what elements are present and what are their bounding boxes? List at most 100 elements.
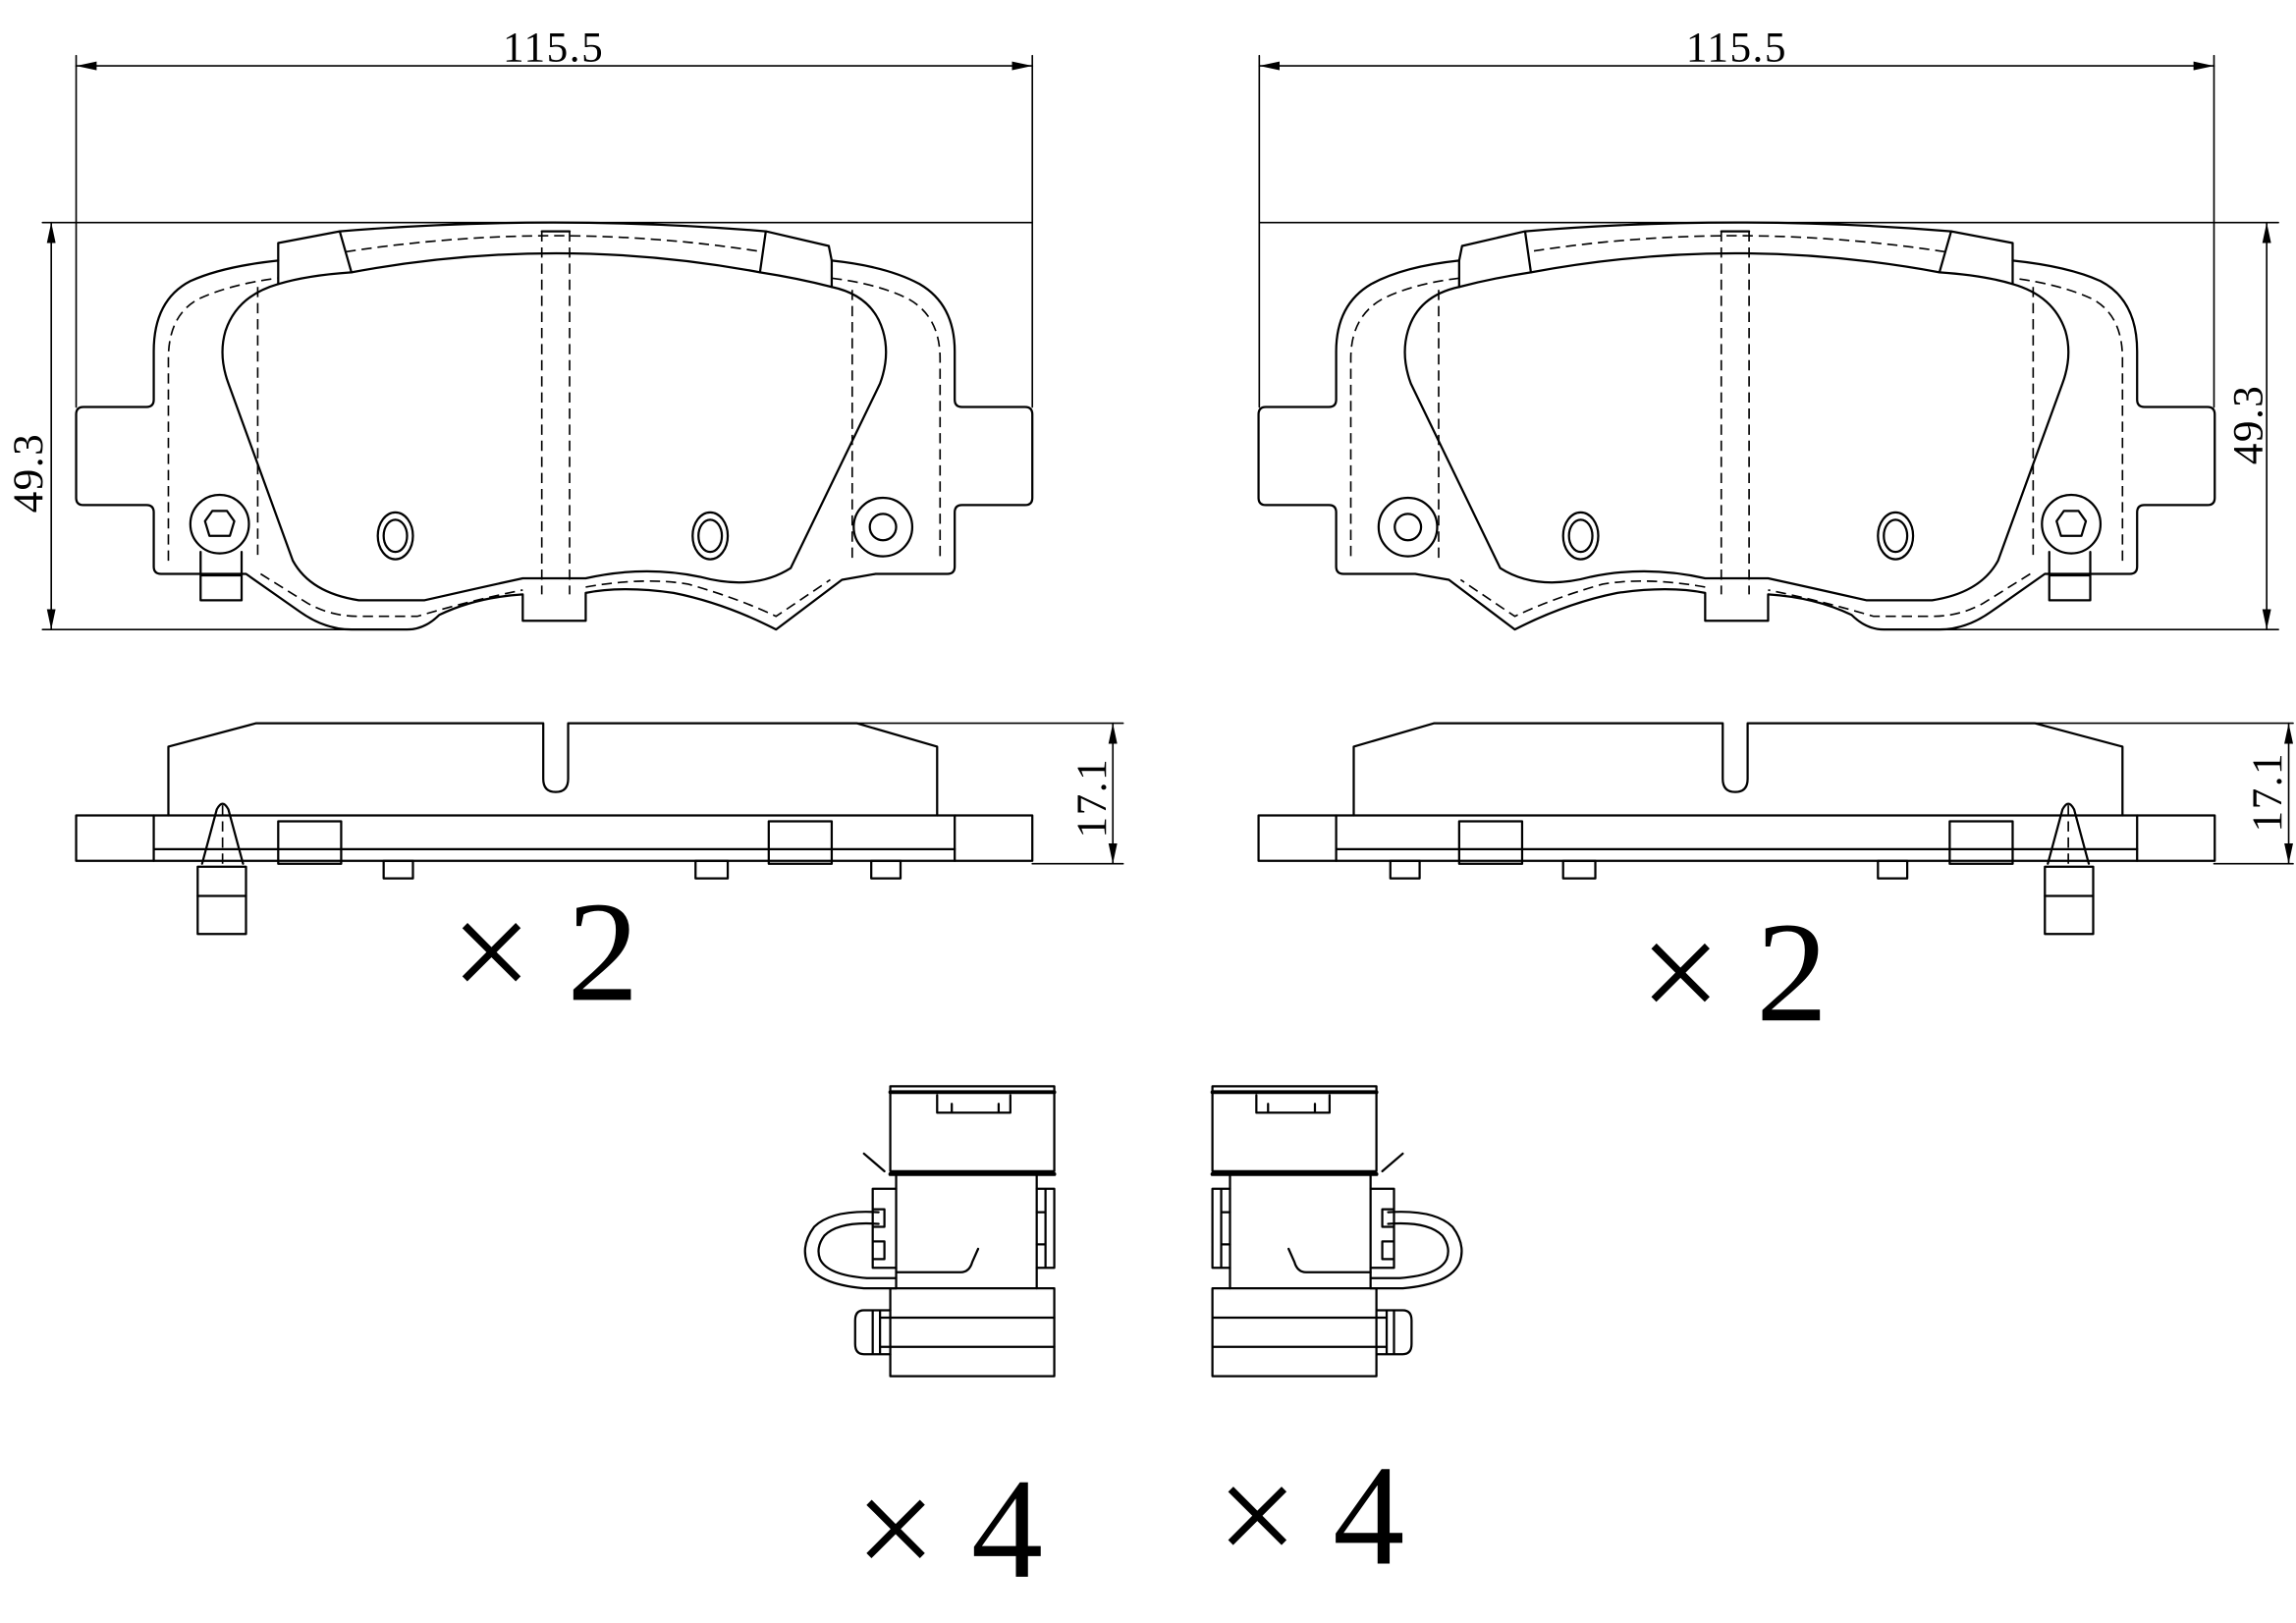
spring-wire-top	[862, 1152, 886, 1172]
clip-top-notch	[936, 1094, 1011, 1114]
mounting-hole-outer	[376, 511, 414, 561]
wear-clip-end	[196, 865, 247, 936]
guide-pin-hole-inner	[203, 510, 236, 537]
side-tab-right	[1211, 1187, 1231, 1270]
mounting-hole-inner	[1883, 518, 1909, 554]
width-extension-line	[1258, 54, 2215, 408]
clip-top-notch	[1255, 1094, 1332, 1114]
center-slot-edge	[540, 231, 571, 595]
spring-loop-outer	[1369, 1211, 1463, 1290]
thickness-extension-line	[855, 722, 1124, 865]
mounting-hole-inner	[697, 518, 724, 554]
guide-pin-hole-outer	[189, 493, 250, 555]
spring-loop-outer	[803, 1211, 898, 1290]
clip-body	[895, 1174, 1038, 1290]
right-pad-front-view	[1257, 221, 2216, 631]
guide-pin-hole-outer	[852, 496, 914, 558]
clip-lower-block	[1211, 1287, 1378, 1378]
friction-hidden-edge	[1438, 287, 2035, 562]
backing-plate-edge	[75, 814, 1034, 862]
backing-plate-outline	[75, 221, 1034, 631]
top-band-hidden-line	[1527, 235, 1946, 253]
guide-pin-hole-inner	[868, 513, 898, 542]
width-dimension-label: 115.5	[503, 25, 604, 72]
spring-loop-inner	[817, 1221, 898, 1279]
pad-quantity-label: ×2	[1640, 893, 1863, 1052]
width-dimension-label: 115.5	[1686, 25, 1787, 72]
clip-quantity-label: ×4	[855, 1449, 1078, 1608]
clip-lower-flange	[853, 1309, 1056, 1356]
tab-boundary	[152, 814, 957, 862]
friction-block-outline	[167, 722, 939, 817]
abutment-edge	[767, 820, 834, 865]
guide-pin-hole-inner	[1394, 513, 1423, 542]
retaining-wire	[895, 1247, 980, 1273]
tab-boundary	[1335, 814, 2139, 862]
retaining-stub	[694, 859, 730, 880]
height-dimension-label: 49.3	[2225, 385, 2272, 465]
clip-top-block	[1211, 1085, 1378, 1172]
mounting-hole-inner	[382, 518, 409, 554]
friction-hidden-edge	[256, 287, 853, 562]
guide-pin-hole-inner	[2055, 510, 2088, 537]
mounting-hole-outer	[1561, 511, 1600, 561]
pad-quantity-label: ×2	[451, 872, 674, 1031]
retaining-stub	[1877, 859, 1909, 880]
height-extension-line	[41, 221, 1034, 630]
spring-loop-inner	[1369, 1221, 1449, 1279]
thickness-dimension-label: 17.1	[1068, 758, 1116, 839]
backing-plate-edge	[1257, 814, 2216, 862]
right-pad-side-view	[1257, 722, 2216, 936]
width-extension-line	[75, 54, 1034, 408]
wear-clip-cone	[2047, 802, 2091, 865]
abutment-edge	[1457, 820, 1524, 865]
clip-top-block	[889, 1085, 1056, 1172]
center-slot-edge	[1720, 231, 1750, 595]
left-clip	[803, 1085, 1057, 1378]
wear-clip-tab	[2048, 551, 2092, 602]
clip-quantity-label: ×4	[1217, 1435, 1440, 1595]
height-dimension-label: 49.3	[5, 433, 52, 514]
retaining-stub	[1561, 859, 1597, 880]
thickness-extension-line	[2034, 722, 2294, 865]
thickness-dimension-label: 17.1	[2244, 752, 2291, 833]
top-band-inner-line	[1529, 251, 1941, 274]
right-pad-dimensions: 115.5 49.3 17.1 ×2	[1258, 25, 2294, 1052]
guide-pin-hole-outer	[2041, 493, 2103, 555]
height-extension-line	[1258, 221, 2279, 630]
wear-clip-end	[2044, 865, 2095, 936]
retaining-stub	[870, 859, 902, 880]
side-tab-right	[1035, 1187, 1056, 1270]
friction-material-outline	[221, 271, 888, 602]
top-band-inner-line	[350, 251, 761, 274]
backing-plate-hidden-edge	[1349, 277, 2124, 618]
retaining-wire	[1287, 1247, 1372, 1273]
left-pad-front-view	[75, 221, 1034, 631]
retaining-stub	[382, 859, 414, 880]
left-pad-dimensions: 115.5 49.3 17.1 ×2	[5, 25, 1124, 1031]
mounting-hole-outer	[691, 511, 730, 561]
clip-lower-flange	[1211, 1309, 1413, 1356]
mounting-hole-outer	[1877, 511, 1915, 561]
top-band-hidden-line	[345, 235, 763, 253]
backing-plate-outline	[1257, 221, 2216, 631]
wear-clip-cone	[200, 802, 245, 865]
mounting-hole-inner	[1567, 518, 1594, 554]
abutment-edge	[1948, 820, 2014, 865]
friction-material-outline	[1403, 271, 2070, 602]
wear-clip-tab	[199, 551, 244, 602]
clip-body	[1229, 1174, 1372, 1290]
abutment-ear-left	[277, 230, 353, 286]
backing-plate-hidden-edge	[167, 277, 942, 618]
right-clip	[1210, 1085, 1463, 1378]
spring-wire-top	[1381, 1152, 1404, 1172]
abutment-edge	[277, 820, 343, 865]
side-tab-left	[871, 1187, 898, 1270]
side-tab-left	[1369, 1187, 1395, 1270]
guide-pin-hole-outer	[1377, 496, 1439, 558]
clip-lower-block	[889, 1287, 1056, 1378]
friction-block-outline	[1352, 722, 2124, 817]
retaining-stub	[1389, 859, 1421, 880]
